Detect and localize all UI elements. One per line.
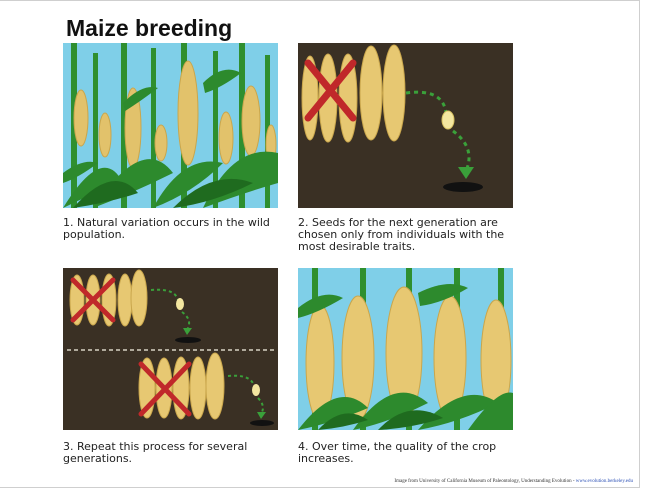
caption-step-2: 2. Seeds for the next generation are cho… <box>298 217 516 253</box>
planting-hole-icon <box>443 182 483 192</box>
image-credit: Image from University of California Muse… <box>394 479 633 484</box>
seed-selection-illustration <box>298 43 513 208</box>
credit-text: Image from University of California Muse… <box>394 479 574 484</box>
caption-step-1: 1. Natural variation occurs in the wild … <box>63 217 281 241</box>
caption-step-3: 3. Repeat this process for several gener… <box>63 441 281 465</box>
wild-corn-illustration <box>63 43 278 208</box>
credit-link[interactable]: www.evolution.berkeley.edu <box>576 479 633 484</box>
panel-repeat-process <box>63 268 278 430</box>
improved-corn-illustration <box>298 268 513 430</box>
panel-wild-population <box>63 43 278 208</box>
panel-seed-selection <box>298 43 513 208</box>
panel-improved-crop <box>298 268 513 430</box>
repeat-process-illustration <box>63 268 278 430</box>
seed-icon <box>442 111 454 129</box>
caption-step-4: 4. Over time, the quality of the crop in… <box>298 441 516 465</box>
slide-title: Maize breeding <box>66 15 232 42</box>
